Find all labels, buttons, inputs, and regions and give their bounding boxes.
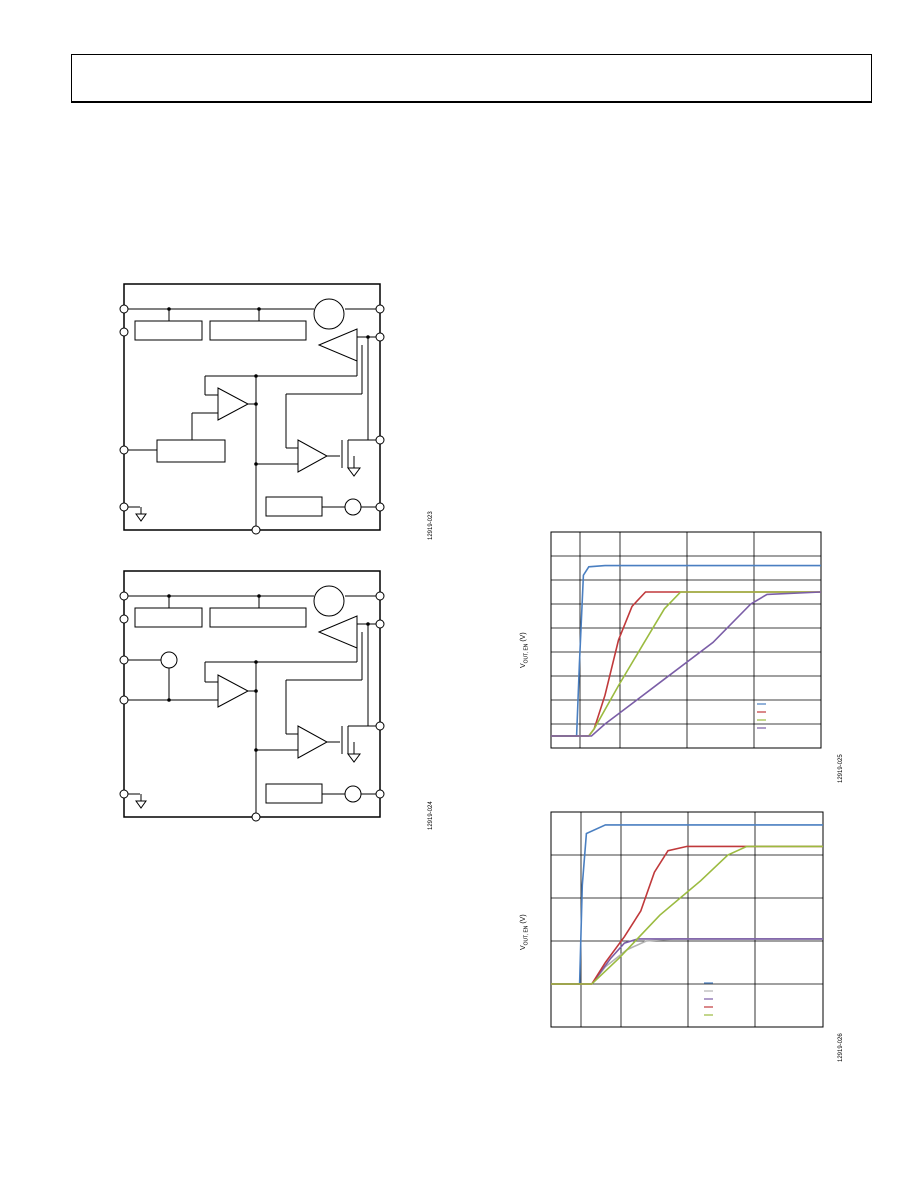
chart-2-ylabel: VOUT, EN (V) xyxy=(520,914,529,950)
chart-2-ylabel-units: (V) xyxy=(520,914,527,926)
chart-2 xyxy=(550,811,824,1028)
chart-1-ylabel-sub: OUT, EN xyxy=(523,643,530,664)
chart-2-ylabel-main: V xyxy=(520,945,527,950)
chart-2-series-3 xyxy=(551,845,823,985)
chart-1-ylabel-main: V xyxy=(520,663,527,668)
page-header-box xyxy=(71,54,872,103)
block-diagram-2 xyxy=(119,570,385,822)
chart-1-series-3 xyxy=(551,591,822,737)
chart-2-series xyxy=(551,824,823,985)
chart-1-ylabel-units: (V) xyxy=(520,632,527,644)
chart-1-legend xyxy=(757,703,766,729)
chart-2-ylabel-sub: OUT, EN xyxy=(523,925,530,946)
chart-2-series-1 xyxy=(551,938,823,985)
figure-code-2: 12919-024 xyxy=(428,801,434,830)
chart-1 xyxy=(550,531,822,749)
chart-2-frame xyxy=(550,811,824,1028)
chart-2-series-2 xyxy=(551,938,823,985)
figure-code-3: 12919-025 xyxy=(838,754,844,783)
figure-code-4: 12919-026 xyxy=(838,1033,844,1062)
chart-1-series-2 xyxy=(551,591,821,737)
chart-1-series xyxy=(551,564,822,737)
chart-1-series-0 xyxy=(551,564,821,737)
chart-1-grid xyxy=(551,532,821,748)
chart-2-grid xyxy=(551,812,823,1027)
chart-1-series-1 xyxy=(551,591,821,737)
chart-1-frame xyxy=(550,531,822,749)
chart-2-series-4 xyxy=(551,845,823,985)
chart-1-ylabel: VOUT, EN (V) xyxy=(520,632,529,668)
chart-2-series-0 xyxy=(551,824,823,985)
chart-2-legend xyxy=(704,982,713,1016)
figure-code-1: 12919-023 xyxy=(428,511,434,540)
block-diagram-1 xyxy=(119,283,385,535)
